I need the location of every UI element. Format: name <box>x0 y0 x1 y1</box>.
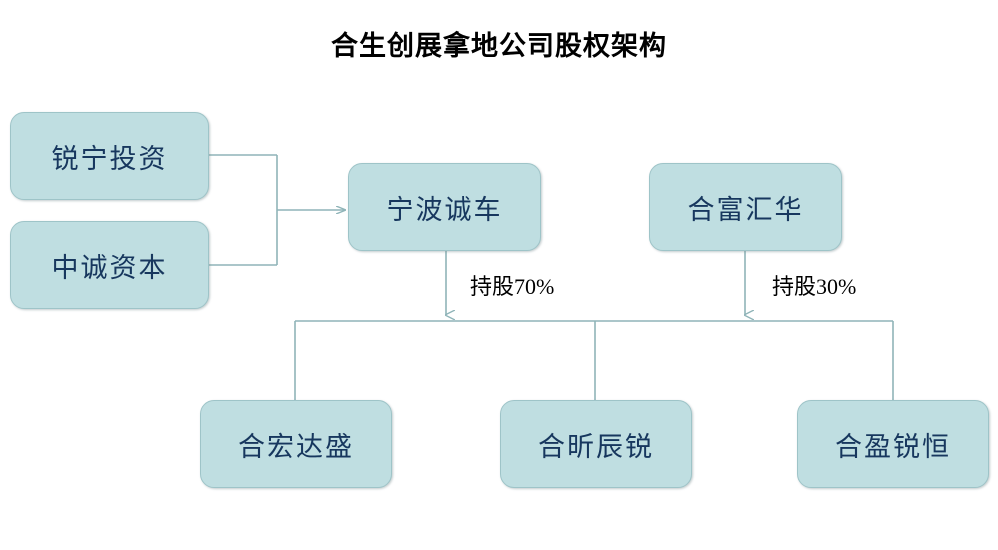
node-ruining-investment[interactable]: 锐宁投资 <box>10 112 209 200</box>
node-hehong-dasheng[interactable]: 合宏达盛 <box>200 400 392 488</box>
node-label: 合宏达盛 <box>238 431 354 462</box>
node-zhongcheng-capital[interactable]: 中诚资本 <box>10 221 209 309</box>
node-hefu-huihua[interactable]: 合富汇华 <box>649 163 842 251</box>
node-label: 合富汇华 <box>687 194 804 225</box>
node-label: 合昕辰锐 <box>538 431 654 462</box>
edge-label-ningbo-share: 持股70% <box>470 274 555 299</box>
edge-label-hefu-share: 持股30% <box>772 274 857 299</box>
left-merge-connector <box>209 154 345 266</box>
node-hexin-chenrui[interactable]: 合昕辰锐 <box>500 400 692 488</box>
node-label: 锐宁投资 <box>51 143 168 174</box>
node-label: 合盈锐恒 <box>835 431 951 462</box>
distribution-bus <box>294 320 894 400</box>
node-heying-ruiheng[interactable]: 合盈锐恒 <box>797 400 989 488</box>
node-ningbo-chengche[interactable]: 宁波诚车 <box>348 163 541 251</box>
page-title: 合生创展拿地公司股权架构 <box>331 31 667 61</box>
node-label: 宁波诚车 <box>386 194 503 225</box>
node-label: 中诚资本 <box>51 252 168 283</box>
